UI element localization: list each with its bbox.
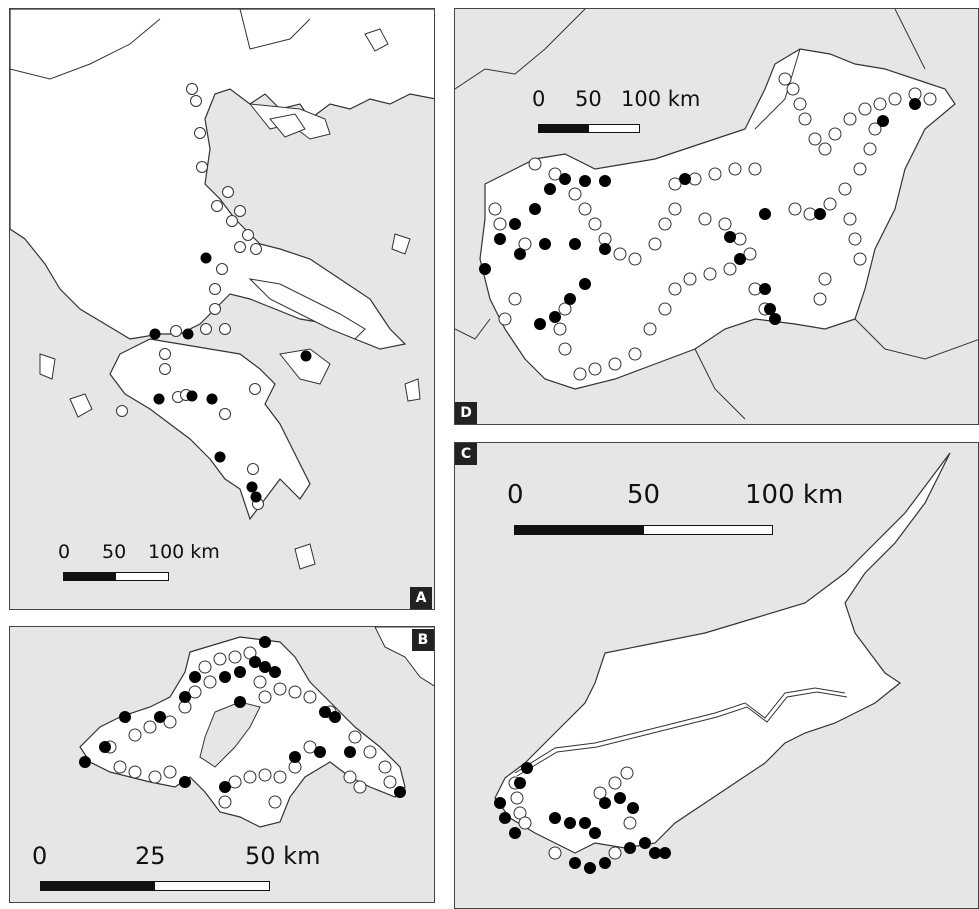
island xyxy=(269,113,306,138)
filled-markers xyxy=(149,252,312,503)
scale-label-mid: 50 xyxy=(575,87,602,111)
country-border xyxy=(754,48,801,130)
island-cyprus xyxy=(494,452,951,854)
open-markers xyxy=(508,766,637,860)
green-line xyxy=(514,687,846,774)
gulf xyxy=(199,701,261,768)
island xyxy=(69,393,93,418)
scale-bar xyxy=(63,572,169,581)
country-border xyxy=(894,9,926,70)
landmass-peloponnese xyxy=(109,338,311,521)
filled-markers xyxy=(479,98,921,330)
map-lesvos xyxy=(79,627,434,828)
scale-label-end: 100 km xyxy=(745,480,844,510)
scale-label-end: 100 km xyxy=(148,541,220,563)
scale-bar xyxy=(538,124,640,133)
panel-label-d: D xyxy=(455,402,477,424)
scale-bar xyxy=(40,881,270,891)
landmass-mainland xyxy=(10,9,434,350)
panel-label-c: C xyxy=(455,443,477,465)
map-panel-a: 0 50 100 km A xyxy=(9,8,435,610)
scale-label-0: 0 xyxy=(532,87,546,111)
island xyxy=(404,378,421,402)
scale-label-0: 0 xyxy=(58,541,71,563)
open-markers xyxy=(488,72,937,381)
island xyxy=(294,543,316,570)
panel-label-a: A xyxy=(410,587,432,609)
island xyxy=(39,353,56,380)
open-markers xyxy=(103,646,397,809)
map-hungary xyxy=(455,9,978,420)
island xyxy=(391,233,411,255)
map-panel-b: 0 25 50 km B xyxy=(9,626,435,903)
landmass-attica xyxy=(279,348,331,385)
country-border xyxy=(10,18,161,80)
country-border xyxy=(854,318,978,360)
scale-bar xyxy=(514,525,773,535)
scale-label-end: 100 km xyxy=(621,87,701,111)
map-cyprus xyxy=(494,452,951,874)
landmass-euboea xyxy=(248,278,366,340)
country-border xyxy=(455,318,491,340)
map-panel-c: 0 50 100 km C xyxy=(454,442,979,909)
scale-label-mid: 50 xyxy=(102,541,127,563)
country-border xyxy=(239,9,311,50)
scale-label-end: 50 km xyxy=(245,842,321,870)
scale-label-0: 0 xyxy=(32,842,48,870)
filled-markers xyxy=(79,636,406,798)
country-border xyxy=(694,348,746,420)
island xyxy=(364,28,389,52)
scale-label-mid: 25 xyxy=(135,842,166,870)
map-greece xyxy=(10,9,434,570)
panel-label-b: B xyxy=(412,629,434,651)
country-border xyxy=(455,9,586,90)
filled-markers xyxy=(494,762,671,874)
scale-label-mid: 50 xyxy=(627,480,661,510)
map-panel-d: 0 50 100 km D xyxy=(454,8,979,425)
green-line xyxy=(516,691,848,777)
scale-label-0: 0 xyxy=(507,480,524,510)
